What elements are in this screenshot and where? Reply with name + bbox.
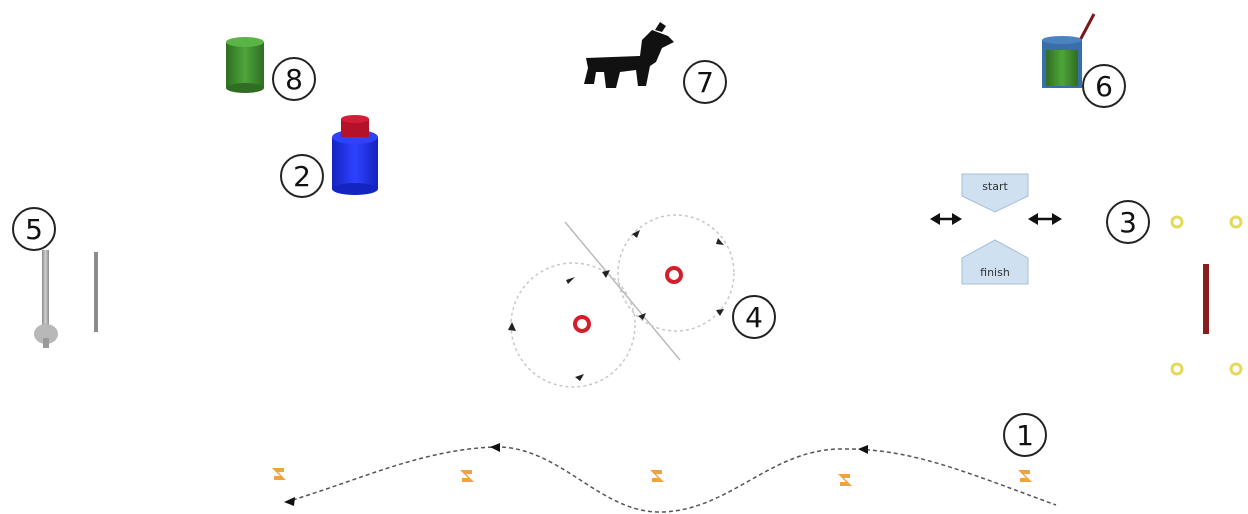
- wave-path: [284, 443, 1057, 513]
- finish-label: finish: [980, 266, 1010, 279]
- red-pole-icon: [1203, 264, 1209, 334]
- green-cylinder-icon: [226, 37, 264, 93]
- upper-ring: [617, 214, 735, 332]
- wave-marker-icon: [650, 470, 664, 482]
- wave-markers: [272, 468, 1032, 486]
- marker-8-label: 8: [285, 63, 303, 96]
- marker-4: 4: [732, 295, 776, 339]
- wave-marker-icon: [1018, 470, 1032, 482]
- marker-3-label: 3: [1119, 206, 1137, 239]
- pole-with-base-icon: [34, 250, 58, 348]
- marker-5: 5: [12, 207, 56, 251]
- goat-silhouette-icon: [584, 22, 674, 88]
- wave-marker-icon: [838, 474, 852, 486]
- lower-ring-center-icon: [573, 315, 591, 333]
- marker-8: 8: [272, 57, 316, 101]
- upper-ring-center-icon: [665, 266, 683, 284]
- marker-6: 6: [1082, 64, 1126, 108]
- marker-1-label: 1: [1016, 419, 1034, 452]
- lower-ring: [510, 262, 636, 388]
- dual-ring-diagram: [508, 214, 735, 388]
- wave-marker-icon: [460, 470, 474, 482]
- start-label: start: [982, 180, 1008, 193]
- marker-2-label: 2: [293, 160, 311, 193]
- marker-7-label: 7: [696, 66, 714, 99]
- thin-pole-icon: [94, 252, 98, 332]
- diagonal-axis-line: [564, 221, 681, 361]
- bucket-with-stick-icon: [1042, 13, 1096, 88]
- pan-arrow-control: start finish: [930, 173, 1062, 285]
- marker-4-label: 4: [745, 301, 763, 334]
- finish-arrow-button[interactable]: [961, 239, 1029, 285]
- marker-6-label: 6: [1095, 70, 1113, 103]
- start-arrow-button[interactable]: [961, 173, 1029, 213]
- left-double-arrow-icon: [930, 213, 962, 225]
- marker-1: 1: [1003, 413, 1047, 457]
- right-double-arrow-icon: [1028, 213, 1062, 225]
- marker-2: 2: [280, 154, 324, 198]
- wave-marker-icon: [272, 468, 286, 480]
- corner-dots-icon: [1170, 215, 1243, 376]
- blue-cylinder-icon: [332, 115, 378, 195]
- ring-arrowheads: [508, 230, 724, 381]
- marker-7: 7: [683, 60, 727, 104]
- marker-5-label: 5: [25, 213, 43, 246]
- marker-3: 3: [1106, 200, 1150, 244]
